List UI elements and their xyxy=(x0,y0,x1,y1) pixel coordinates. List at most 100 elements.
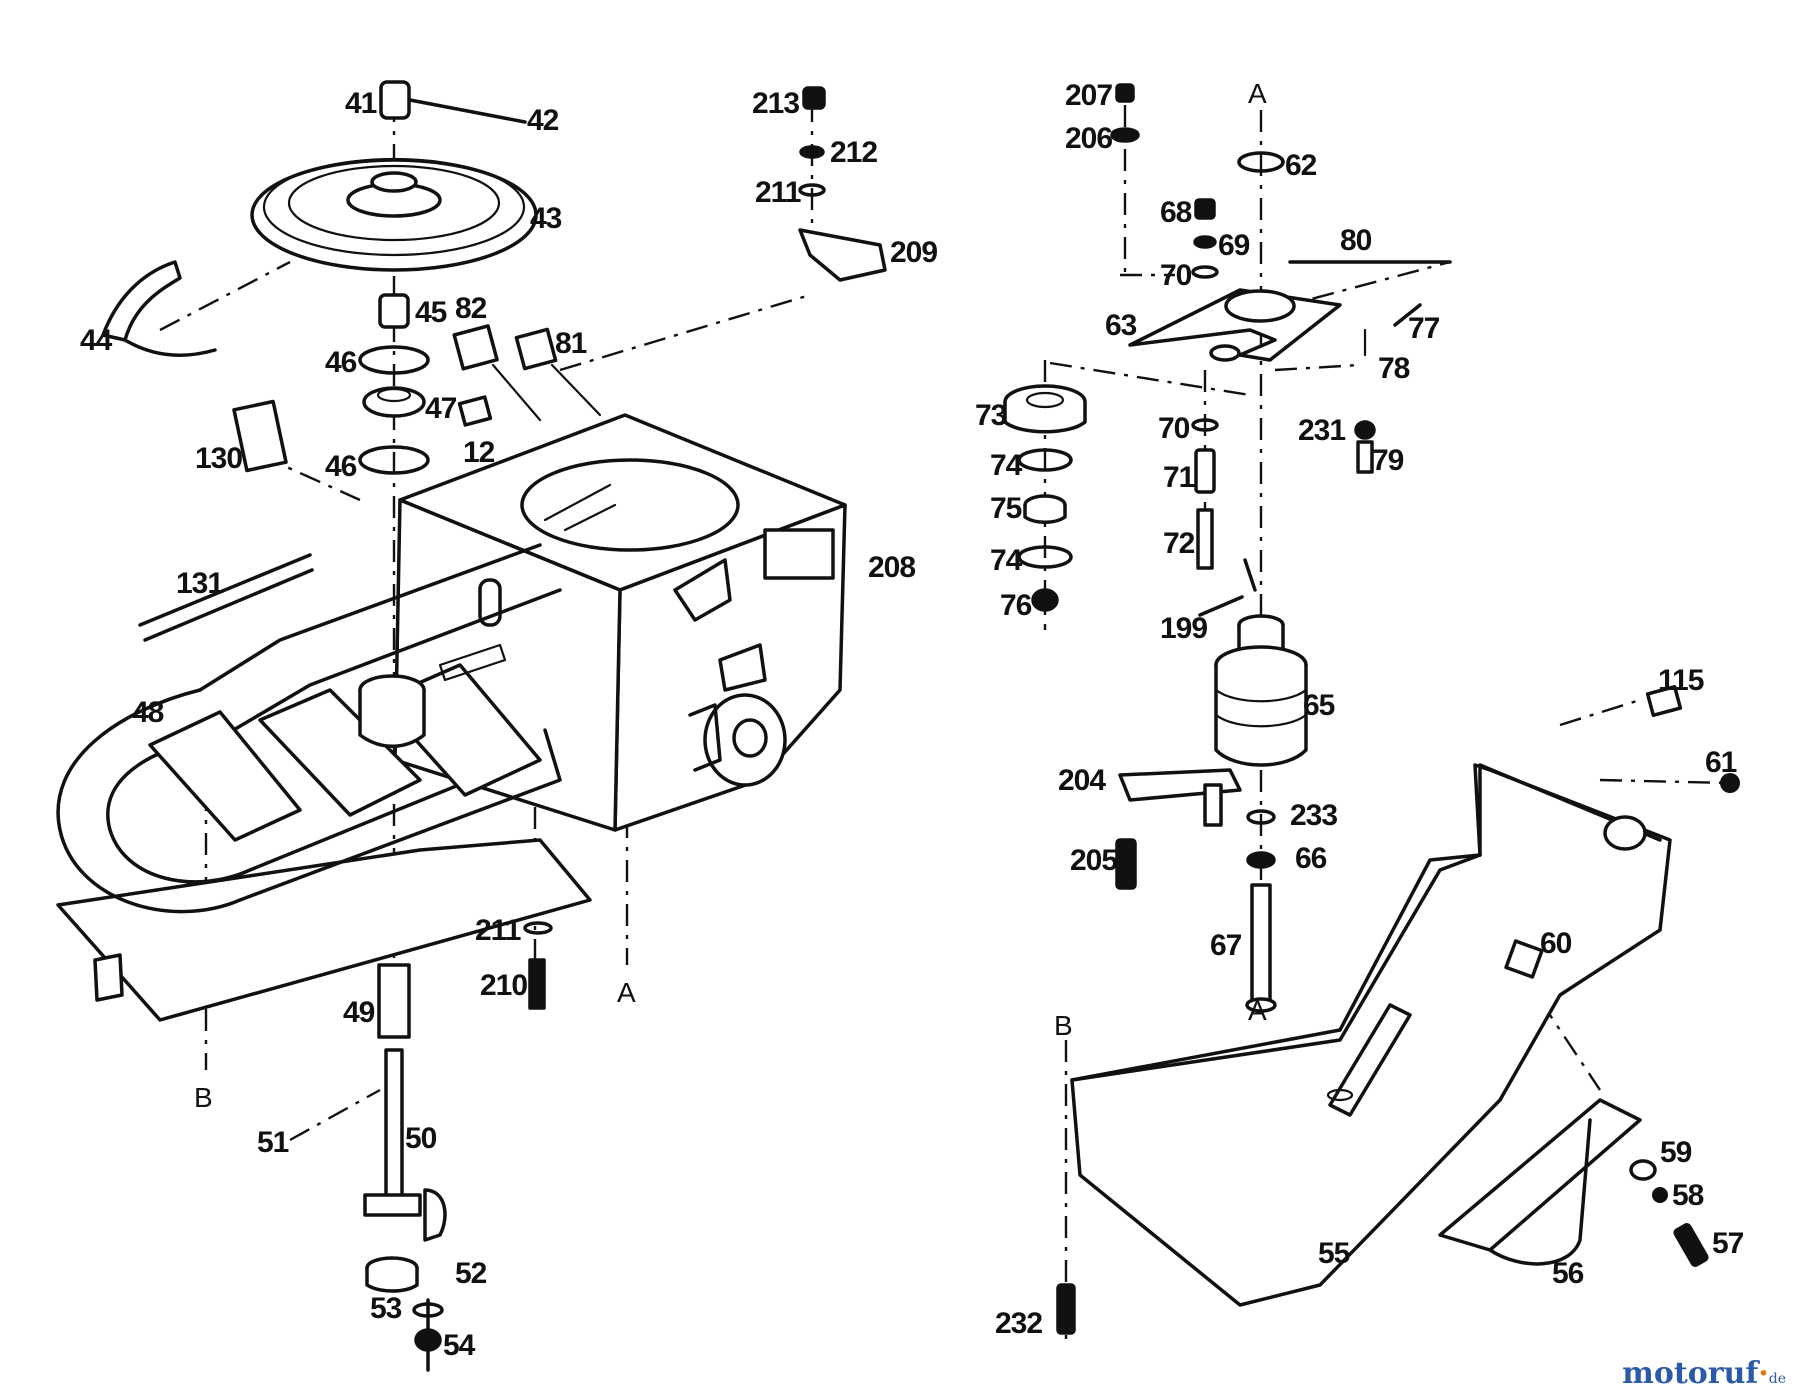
bolt-210-shape xyxy=(528,958,546,1010)
section-marker-b: B xyxy=(194,1082,213,1113)
bolt-205-shape xyxy=(1115,838,1137,890)
output-hub xyxy=(703,693,787,787)
part-label: 71 xyxy=(1163,461,1195,494)
spindle-housing xyxy=(358,688,426,748)
strip-131-edge xyxy=(143,568,314,642)
label-81-shape xyxy=(514,327,558,371)
part-label: 77 xyxy=(1408,312,1440,345)
strip-131-shape xyxy=(138,553,312,627)
part-label: 74 xyxy=(990,449,1023,482)
part-label: 49 xyxy=(343,996,375,1029)
bolt-57-shape xyxy=(1673,1223,1709,1267)
part-label: 78 xyxy=(1378,352,1410,385)
skid-plate-55-fold xyxy=(1070,853,1482,1082)
leader-209 xyxy=(559,293,811,372)
part-label: 115 xyxy=(1658,664,1704,697)
watermark-tld: de xyxy=(1768,1371,1786,1387)
part-label: 68 xyxy=(1160,196,1192,229)
ring-46-top-shape xyxy=(358,345,430,375)
part-label: 46 xyxy=(325,346,357,379)
label-208-shape xyxy=(763,528,835,580)
washer-70-low-shape xyxy=(1191,418,1219,432)
washer-59-shape xyxy=(1629,1159,1657,1181)
housing-slot xyxy=(478,578,502,627)
part-label: 76 xyxy=(1000,589,1032,622)
leader-81 xyxy=(550,363,602,417)
part-label: 52 xyxy=(455,1257,487,1290)
washer-74-top-shape xyxy=(1017,448,1073,472)
shaft-67-head xyxy=(1245,997,1277,1013)
frame-bracket-48 xyxy=(148,710,302,842)
skid-hole xyxy=(1326,1088,1354,1102)
part-label: 53 xyxy=(370,1292,402,1325)
part-label: 70 xyxy=(1158,412,1190,445)
guard-56-curve xyxy=(1488,1118,1592,1266)
shaft-collar xyxy=(363,1193,422,1217)
pulley-43-rim xyxy=(262,157,526,257)
part-label: 206 xyxy=(1065,122,1112,155)
part-label: 70 xyxy=(1160,259,1192,292)
output-hub-bore xyxy=(732,718,768,758)
leader-61 xyxy=(1599,778,1731,785)
ring-46-bottom-shape xyxy=(358,445,430,475)
part-label: 74 xyxy=(990,544,1023,577)
housing-bore xyxy=(520,458,740,552)
part-label: 42 xyxy=(527,104,559,137)
part-label: 130 xyxy=(195,442,242,475)
part-label: 79 xyxy=(1372,444,1404,477)
part-label: 80 xyxy=(1340,224,1372,257)
watermark-dot: · xyxy=(1758,1356,1769,1391)
nut-61-shape xyxy=(1720,773,1740,793)
label-130-shape xyxy=(232,399,288,473)
base-plate xyxy=(56,838,592,1022)
washer-70-top-shape xyxy=(1191,265,1219,279)
leader-belt-guide xyxy=(159,260,291,332)
part-label: 209 xyxy=(890,236,937,269)
output-shaft xyxy=(688,703,722,772)
plate-63-hole xyxy=(1209,344,1241,362)
part-label: 58 xyxy=(1672,1179,1704,1212)
part-labels: 41 42 43 44 45 46 47 46 48 49 50 51 52 5… xyxy=(80,79,1745,1362)
part-label: 59 xyxy=(1660,1136,1692,1169)
bolt-232-shape xyxy=(1056,1283,1076,1335)
part-label: 66 xyxy=(1295,842,1327,875)
skid-plate-assembly xyxy=(1056,685,1740,1335)
section-marker-a: A xyxy=(1248,78,1267,109)
part-label: 56 xyxy=(1552,1257,1584,1290)
drive-assembly-right xyxy=(1003,83,1452,1013)
gearbox-65-body xyxy=(1214,663,1308,767)
part-label: 82 xyxy=(455,292,487,325)
bearing-75-side xyxy=(1023,503,1067,524)
washer-74-bottom-shape xyxy=(1017,545,1073,569)
frame-crossmember xyxy=(258,688,422,817)
leader-78 xyxy=(1274,363,1361,372)
pulley-43-groove xyxy=(287,164,501,242)
nut-68-shape xyxy=(1194,198,1216,220)
arm-204-pin xyxy=(1203,783,1223,827)
section-marker-a: A xyxy=(1248,995,1267,1026)
part-label: 208 xyxy=(868,551,915,584)
part-label: 72 xyxy=(1163,527,1195,560)
part-label: 131 xyxy=(176,567,223,600)
pin-77-shape xyxy=(1393,303,1422,327)
clip-199-shape xyxy=(1243,558,1257,592)
pulley-assembly xyxy=(101,80,538,475)
bolt-72-shape xyxy=(1196,508,1214,570)
bolt-79-shape xyxy=(1356,440,1374,474)
part-label: 213 xyxy=(752,87,799,120)
part-label: 46 xyxy=(325,450,357,483)
part-label: 212 xyxy=(830,136,877,169)
part-label: 73 xyxy=(975,399,1007,432)
frame-tube-outer xyxy=(56,688,562,914)
label-115-shape xyxy=(1645,685,1683,717)
sleeve-71-shape xyxy=(1194,448,1216,494)
part-label: 65 xyxy=(1303,689,1335,722)
part-label: 48 xyxy=(132,696,164,729)
watermark-logo: motoruf·de xyxy=(1622,1356,1786,1391)
spindle-assembly xyxy=(289,921,553,1372)
pulley-73-bore xyxy=(1025,391,1065,409)
label-12-shape xyxy=(457,395,493,427)
section-marker-a: A xyxy=(617,977,636,1008)
